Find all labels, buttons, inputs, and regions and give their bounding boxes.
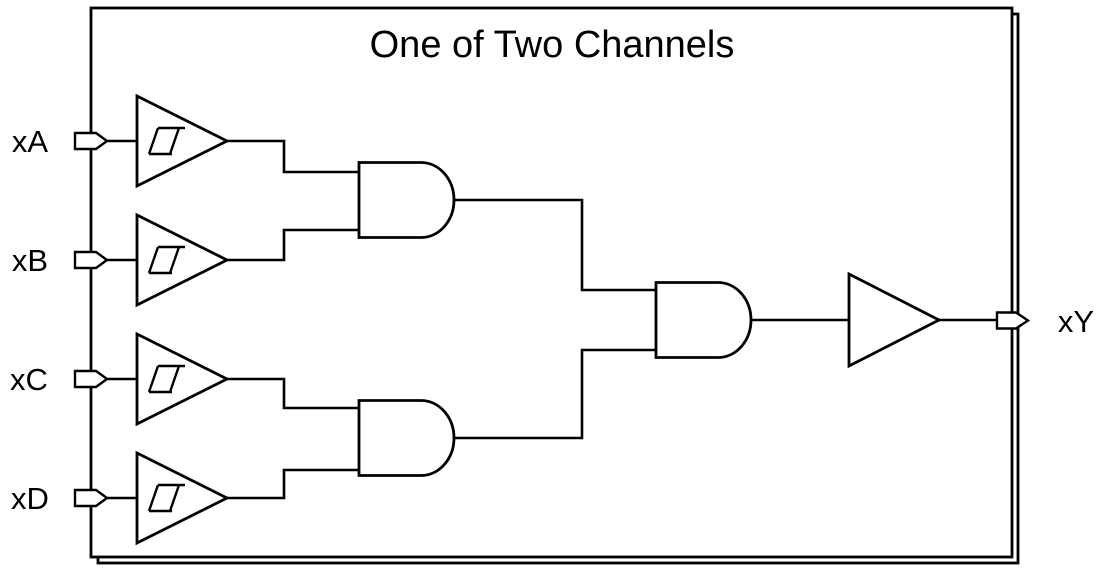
wire-and-top-to-final <box>452 198 656 292</box>
hysteresis-icon <box>147 245 185 275</box>
hysteresis-icon <box>147 126 185 156</box>
schmitt-buffer-xc <box>135 331 231 427</box>
schmitt-buffer-xb <box>135 212 231 308</box>
hysteresis-icon <box>147 364 185 394</box>
input-pin-xb <box>73 250 110 270</box>
wire-and-bottom-to-final <box>452 348 656 440</box>
schmitt-buffer-xa <box>135 93 231 189</box>
and-gate-top <box>357 161 456 239</box>
output-label-xy: xY <box>1058 304 1094 339</box>
channel-one-box <box>89 6 1014 559</box>
input-pin-xa <box>73 131 110 151</box>
schmitt-buffer-xd <box>135 450 231 546</box>
input-label-xd: xD <box>11 481 49 516</box>
wire-xc-to-and-bottom <box>227 377 359 410</box>
hysteresis-icon <box>147 483 185 513</box>
wire-xd-to-and-bottom <box>227 468 359 500</box>
diagram-title: One of Two Channels <box>370 24 735 66</box>
and-gate-final <box>654 281 753 359</box>
input-label-xc: xC <box>10 362 48 397</box>
wire-xb-to-and-top <box>227 228 359 262</box>
output-buffer <box>847 271 943 369</box>
input-label-xb: xB <box>12 243 48 278</box>
and-gate-bottom <box>357 399 456 477</box>
output-pin <box>995 311 1031 330</box>
wire-xa-to-and-top <box>227 139 359 174</box>
input-pin-xc <box>73 369 110 389</box>
input-pin-xd <box>73 488 110 508</box>
input-label-xa: xA <box>12 124 49 159</box>
